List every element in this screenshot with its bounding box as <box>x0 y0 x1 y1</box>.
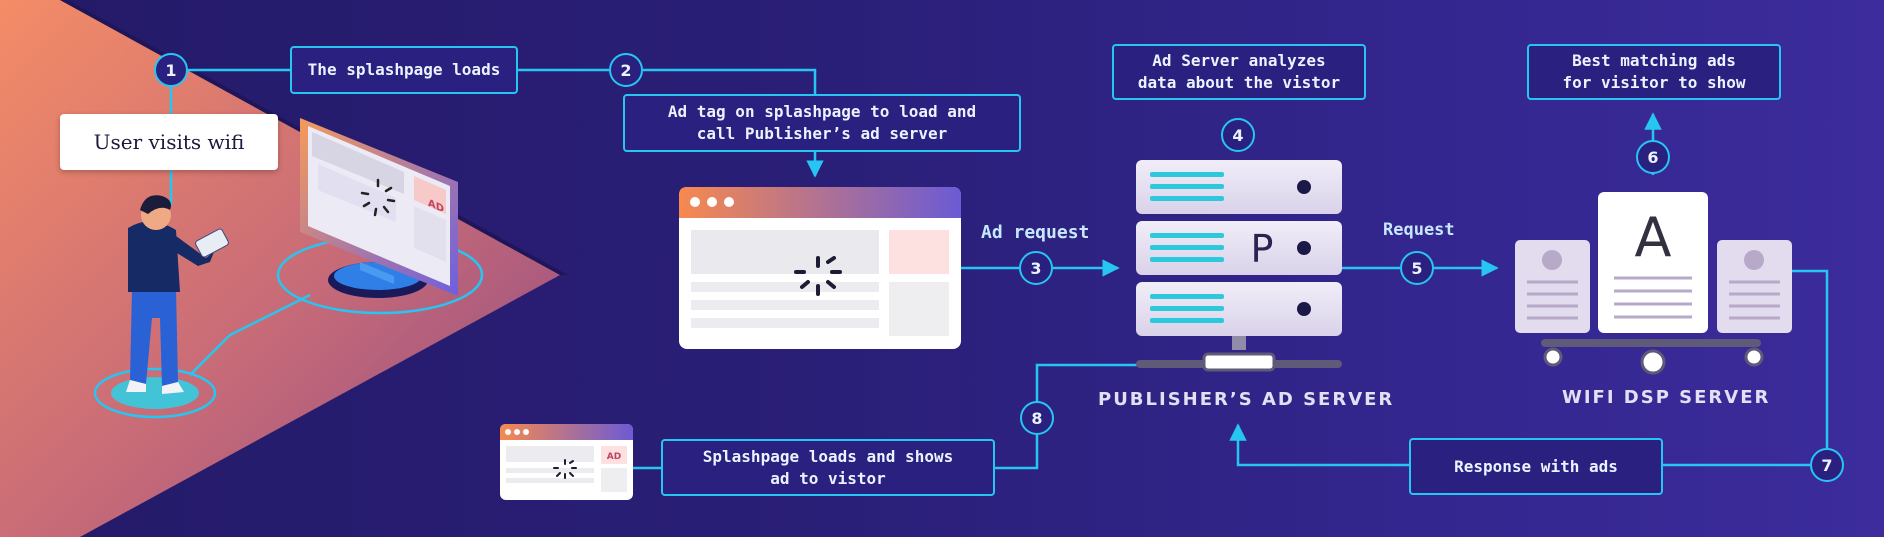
loading-spinner-icon <box>794 256 842 296</box>
browser-window-large <box>679 187 961 349</box>
publisher-server-icon: P <box>1136 160 1342 372</box>
ad-server-analyzes-box: Ad Server analyzes data about the vistor <box>1112 44 1366 100</box>
window-dot-icon <box>724 197 734 207</box>
small-spinner-icon <box>553 459 577 479</box>
user-visits-wifi-label: User visits wifi <box>60 114 278 170</box>
window-dot-icon <box>690 197 700 207</box>
best-matching-ads-box: Best matching ads for visitor to show <box>1527 44 1781 100</box>
monitor-spinner-icon <box>360 178 396 217</box>
ad-request-label: Ad request <box>981 222 1090 243</box>
dsp-server-icon: A <box>1515 192 1792 375</box>
step-8-badge: 8 <box>1020 401 1054 435</box>
monitor-icon: AD <box>300 118 458 296</box>
person-platform <box>111 377 199 409</box>
window-dot-icon <box>707 197 717 207</box>
response-with-ads-box: Response with ads <box>1409 438 1663 495</box>
step-5-badge: 5 <box>1400 251 1434 285</box>
wifi-dsp-server-title: WIFI DSP SERVER <box>1562 387 1771 408</box>
splashpage-shows-ad-box: Splashpage loads and shows ad to vistor <box>661 439 995 496</box>
step-3-badge: 3 <box>1019 251 1053 285</box>
ad-tag-box: Ad tag on splashpage to load and call Pu… <box>623 94 1021 152</box>
step-4-badge: 4 <box>1221 118 1255 152</box>
step-1-badge: 1 <box>154 53 188 87</box>
request-label: Request <box>1383 220 1455 240</box>
small-ad-badge: AD <box>607 452 621 462</box>
person-icon <box>126 195 229 394</box>
person-platform-ring <box>93 367 217 419</box>
splashpage-loads-box: The splashpage loads <box>290 46 518 94</box>
publisher-server-title: PUBLISHER’S AD SERVER <box>1098 389 1395 410</box>
step-6-badge: 6 <box>1636 140 1670 174</box>
browser-window-small: AD <box>500 424 633 500</box>
step-2-badge: 2 <box>609 53 643 87</box>
step-7-badge: 7 <box>1810 448 1844 482</box>
server-letter: P <box>1251 227 1274 271</box>
dsp-letter: A <box>1635 206 1672 269</box>
